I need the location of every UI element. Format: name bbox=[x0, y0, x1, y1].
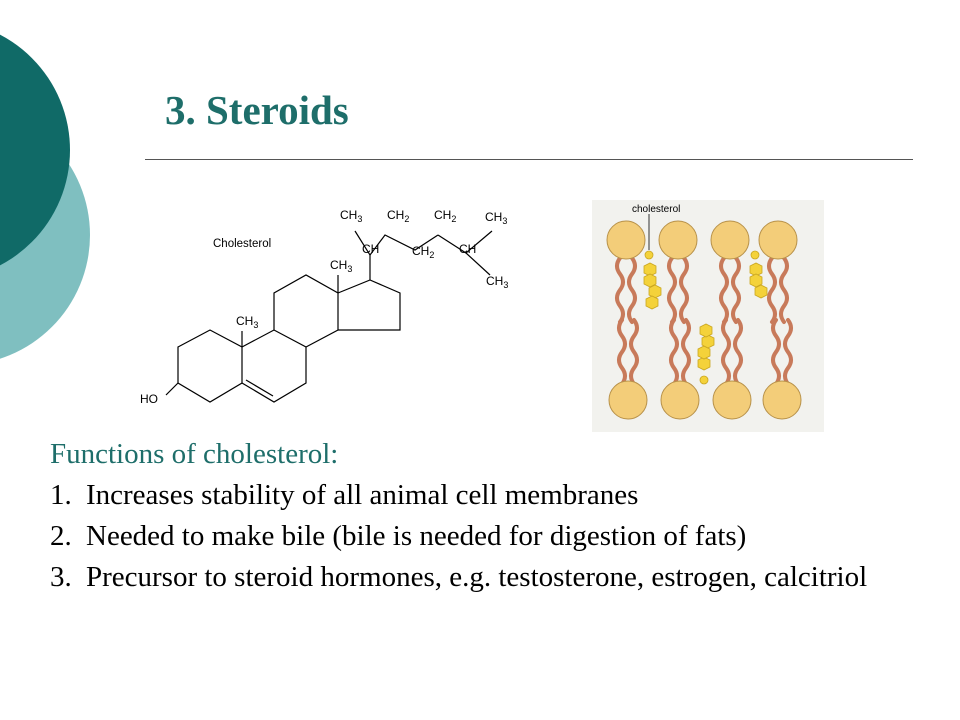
item-number: 1. bbox=[50, 479, 72, 511]
ch2-group: CH2 bbox=[434, 208, 456, 224]
title-divider bbox=[145, 159, 913, 160]
functions-section: Functions of cholesterol: 1. Increases st… bbox=[50, 434, 930, 598]
ch3-group: CH3 bbox=[486, 274, 508, 290]
ch2-group: CH2 bbox=[412, 244, 434, 260]
cholesterol-molecules bbox=[643, 250, 768, 385]
cholesterol-structure: Cholesterol CH3 CH2 CH2 CH3 CH CH2 CH CH… bbox=[140, 208, 508, 406]
item-text: Precursor to steroid hormones, e.g. test… bbox=[86, 561, 868, 593]
ring-bonds bbox=[165, 230, 493, 403]
hydroxyl-group: HO bbox=[140, 392, 158, 406]
item-text: Increases stability of all animal cell m… bbox=[86, 479, 639, 511]
item-text: Needed to make bile (bile is needed for … bbox=[86, 520, 747, 552]
ch3-group: CH3 bbox=[340, 208, 362, 224]
ch3-group: CH3 bbox=[236, 314, 258, 330]
membrane-cholesterol-label: cholesterol bbox=[632, 204, 680, 215]
lipid-tails bbox=[615, 256, 793, 386]
decor-circle-dark bbox=[0, 34, 70, 266]
list-item: 1. Increases stability of all animal cell… bbox=[50, 475, 930, 516]
ch-group: CH bbox=[362, 242, 379, 256]
ch3-group: CH3 bbox=[485, 210, 507, 226]
slide-title: 3. Steroids bbox=[165, 87, 349, 133]
phospholipid-heads bbox=[606, 220, 802, 420]
list-item: 2. Needed to make bile (bile is needed fo… bbox=[50, 516, 930, 557]
decorative-circles bbox=[0, 34, 90, 359]
ch3-group: CH3 bbox=[330, 258, 352, 274]
membrane-illustration: cholesterol bbox=[592, 200, 824, 432]
cholesterol-label: Cholesterol bbox=[213, 238, 271, 250]
functions-heading: Functions of cholesterol: bbox=[50, 438, 339, 470]
item-number: 3. bbox=[50, 561, 72, 593]
functions-list: 1. Increases stability of all animal cell… bbox=[50, 475, 930, 598]
ch2-group: CH2 bbox=[387, 208, 409, 224]
ch-group: CH bbox=[459, 242, 476, 256]
list-item: 3. Precursor to steroid hormones, e.g. te… bbox=[50, 557, 930, 598]
item-number: 2. bbox=[50, 520, 72, 552]
